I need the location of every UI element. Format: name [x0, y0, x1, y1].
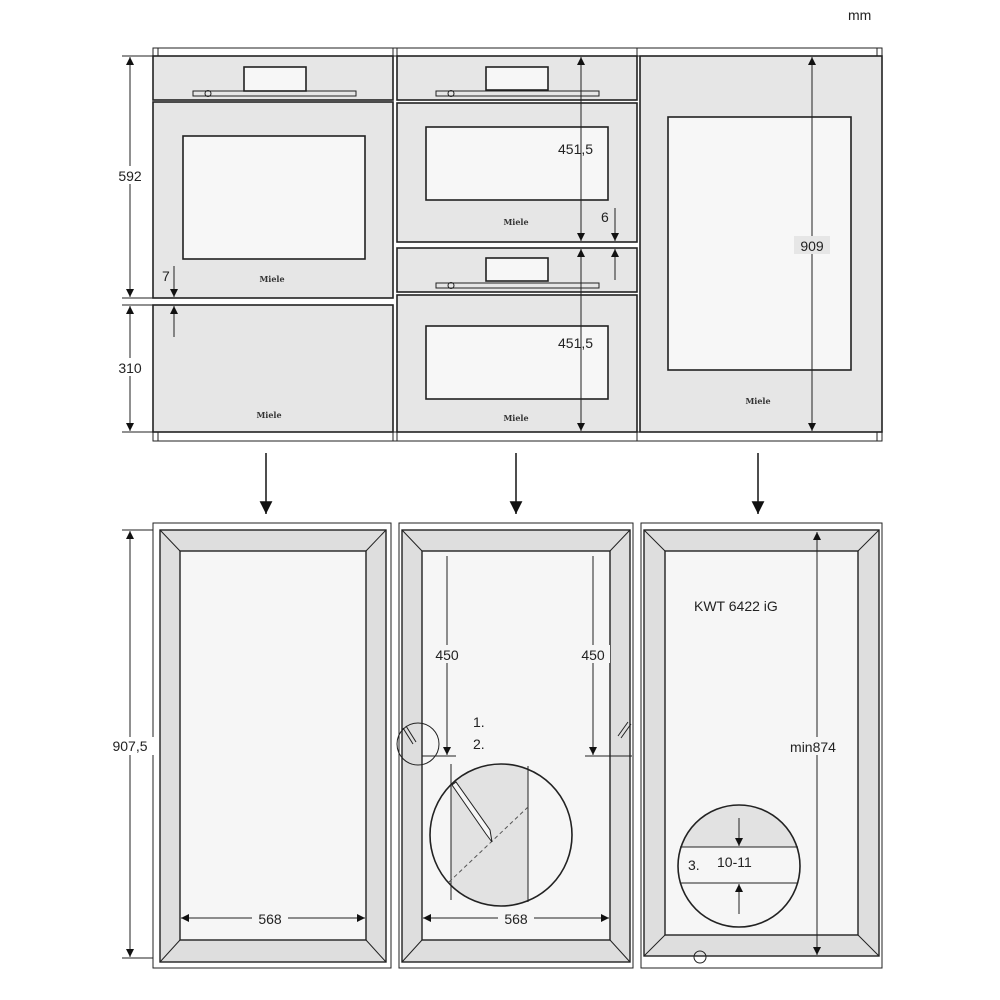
niche-right: KWT 6422 iG min874 3. 10-11 — [640, 522, 883, 969]
model-label: KWT 6422 iG — [694, 598, 778, 614]
niche-middle: 450 450 1. 2. 56 — [396, 522, 634, 969]
dim-middle-upper: 451,5 — [558, 141, 593, 157]
middle-ovens: Miele Miele — [396, 55, 638, 433]
oven-window — [182, 135, 366, 260]
dim-middle-width: 568 — [504, 911, 528, 927]
brand-logo: Miele — [503, 413, 528, 423]
left-oven: Miele Miele — [152, 55, 394, 433]
drawer — [152, 304, 394, 433]
dim-left-lower: 310 — [118, 360, 142, 376]
brand-logo: Miele — [259, 274, 284, 284]
pencil-icon — [402, 725, 417, 745]
niche-left: 568 — [152, 522, 392, 969]
dim-middle-gap: 6 — [601, 209, 609, 225]
step-3: 3. — [688, 857, 700, 873]
wine-cabinet-front: Miele — [639, 55, 883, 433]
brand-logo: Miele — [503, 217, 528, 227]
detail-marker-circle — [396, 722, 440, 766]
bottom-strip — [152, 431, 883, 442]
dim-left-upper: 592 — [118, 168, 142, 184]
display — [243, 66, 307, 92]
dim-middle-mark-left: 450 — [435, 647, 459, 663]
detail-zoom-pencil — [429, 763, 573, 907]
niche-view: 568 450 450 1. 2. — [106, 522, 883, 969]
dim-middle-lower: 451,5 — [558, 335, 593, 351]
front-view: Miele Miele Miele Miele Miele — [112, 47, 883, 442]
brand-logo: Miele — [256, 410, 281, 420]
top-strip — [152, 47, 883, 57]
dim-middle-mark-right: 450 — [581, 647, 605, 663]
knob-icon — [447, 90, 455, 97]
down-arrow-icons — [259, 453, 765, 514]
knob-icon — [204, 90, 212, 97]
brand-logo: Miele — [745, 396, 770, 406]
step-2: 2. — [473, 736, 485, 752]
hole-icon — [693, 950, 707, 964]
step-1: 1. — [473, 714, 485, 730]
dim-right: 909 — [800, 238, 824, 254]
dim-left-gap: 7 — [162, 268, 170, 284]
detail-gap-label: 10-11 — [717, 854, 752, 870]
unit-label: mm — [848, 7, 871, 23]
detail-zoom-gap: 3. 10-11 — [677, 804, 801, 928]
dim-left-width: 568 — [258, 911, 282, 927]
knob-icon — [447, 282, 455, 289]
pencil-icon — [451, 781, 493, 843]
dim-niche-height: 907,5 — [112, 738, 147, 754]
pencil-icon — [617, 721, 632, 739]
dim-right-min: min874 — [790, 739, 836, 755]
